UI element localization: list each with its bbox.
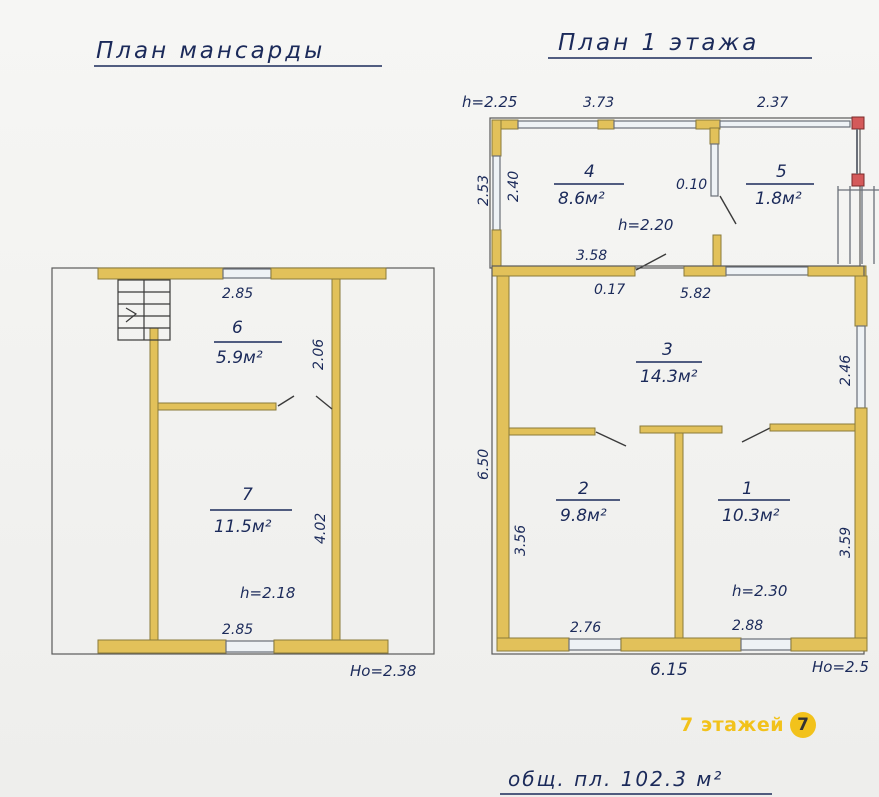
divider-wall-mid — [683, 265, 727, 277]
room-5-area: 1.8м² — [755, 189, 802, 209]
room-1-area: 10.3м² — [722, 506, 780, 526]
attic-title: План мансарды — [96, 38, 325, 64]
partition-4-5-bottom — [712, 234, 722, 269]
attic-bottom-wall-left — [97, 639, 227, 654]
attic-height: h=2.18 — [240, 584, 295, 602]
floor1-plan: План 1 этажа h=2.25 3.73 2.37 — [462, 30, 879, 680]
dim-3-59: 3.59 — [838, 527, 854, 558]
partition-room2 — [508, 427, 596, 436]
partition-between-1-2 — [674, 432, 684, 639]
attic-bottom-wall-right — [273, 639, 389, 654]
bottom-wall-3 — [790, 637, 868, 652]
corner-post-mid — [851, 173, 865, 187]
attic-door-left — [277, 395, 295, 407]
attic-left-wall — [149, 327, 159, 641]
room4-top-window-right — [613, 120, 697, 129]
attic-window-bottom-dim: 2.85 — [222, 622, 253, 638]
room-7-area: 11.5м² — [214, 517, 272, 537]
room-6-number: 6 — [232, 318, 243, 338]
room-2-number: 2 — [578, 479, 589, 499]
dim-2-76: 2.76 — [570, 620, 601, 636]
main-right-wall-bottom — [854, 407, 868, 641]
attic-partition — [157, 402, 277, 411]
room-6-area: 5.9м² — [216, 348, 263, 368]
attic-outline — [51, 267, 435, 655]
attic-top-wall-right — [270, 267, 387, 280]
divider-wall-right — [807, 265, 867, 277]
logo-badge-icon: 7 — [790, 712, 817, 738]
attic-wall-dim-top: 2.06 — [311, 339, 327, 370]
attic-bottom-window — [225, 640, 275, 653]
site-logo: 7 этажей 7 — [680, 710, 817, 740]
bottom-window-left — [568, 638, 622, 651]
room4-top-window-left — [517, 120, 599, 129]
porch-steps — [837, 186, 879, 264]
dim-6-50: 6.50 — [476, 449, 492, 480]
room-4-area: 8.6м² — [558, 189, 605, 209]
logo-text: 7 этажей — [680, 714, 785, 736]
room4-left-wall-top — [491, 119, 502, 157]
upper-block-outline — [489, 117, 861, 269]
partition-4-5-top — [709, 127, 720, 145]
divider-wall-left — [491, 265, 636, 277]
partition-4-5-window — [710, 143, 719, 197]
room-2-area: 9.8м² — [560, 506, 607, 526]
attic-ridge-height: Hо=2.38 — [350, 662, 416, 680]
corner-post-top — [851, 116, 865, 130]
room4-door — [635, 253, 667, 271]
dim-3-73: 3.73 — [583, 95, 614, 111]
room4-top-wall-mid — [597, 119, 615, 130]
room5-top-window — [719, 120, 851, 128]
room-4-number: 4 — [584, 162, 595, 182]
divider-window — [725, 266, 809, 276]
partition-room1 — [769, 423, 856, 432]
attic-top-wall-left — [97, 267, 224, 280]
room4-height: h=2.20 — [618, 216, 673, 234]
room-7-number: 7 — [242, 485, 253, 505]
bottom-window-right — [740, 638, 792, 651]
total-area: общ. пл. 102.3 м² — [508, 767, 723, 791]
main-right-window — [856, 325, 866, 409]
dim-3-58: 3.58 — [576, 248, 607, 264]
dim-2-40: 2.40 — [506, 171, 522, 202]
dim-0-10: 0.10 — [676, 177, 707, 193]
floor1-height-label: h=2.25 — [462, 93, 517, 111]
dim-2-46: 2.46 — [838, 355, 854, 386]
room5-door — [719, 195, 737, 225]
dim-2-37: 2.37 — [757, 95, 788, 111]
bottom-wall-1 — [496, 637, 570, 652]
dim-6-15: 6.15 — [650, 660, 688, 680]
room1-height: h=2.30 — [732, 582, 787, 600]
room-1-number: 1 — [742, 479, 753, 499]
dim-5-82: 5.82 — [680, 286, 711, 302]
bottom-wall-2 — [620, 637, 742, 652]
main-left-wall — [496, 275, 510, 641]
room4-left-wall-bottom — [491, 229, 502, 269]
partition-center — [639, 425, 723, 434]
attic-top-window — [222, 268, 272, 279]
room-3-number: 3 — [662, 340, 673, 360]
floor1-title: План 1 этажа — [558, 30, 759, 56]
room4-left-window — [492, 155, 501, 231]
main-right-wall-top — [854, 275, 868, 327]
dim-2-88: 2.88 — [732, 618, 763, 634]
dim-0-17: 0.17 — [594, 282, 625, 298]
room-5-number: 5 — [776, 162, 787, 182]
floor1-ridge-height: Hо=2.5 — [812, 658, 869, 676]
room2-door — [595, 431, 627, 447]
dim-3-56: 3.56 — [513, 525, 529, 556]
attic-door-right — [315, 395, 333, 410]
room-3-area: 14.3м² — [640, 367, 698, 387]
attic-plan: План мансарды 2.85 6 — [51, 38, 435, 680]
attic-stairs-icon — [117, 279, 171, 341]
dim-2-53: 2.53 — [476, 175, 492, 206]
attic-right-wall — [331, 278, 341, 641]
room1-door — [741, 427, 771, 443]
attic-wall-dim-bottom: 4.02 — [313, 513, 329, 544]
attic-window-top-dim: 2.85 — [222, 286, 253, 302]
